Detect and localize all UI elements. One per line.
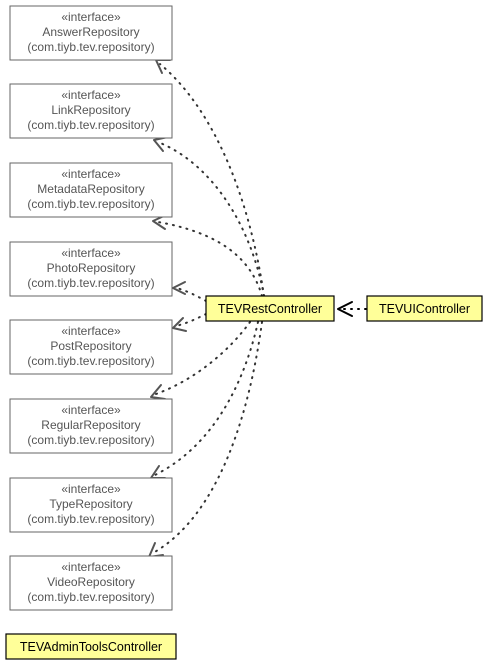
dependency-video-repository xyxy=(152,321,263,554)
interface-name: LinkRepository xyxy=(51,103,130,117)
arrowhead-video-repository xyxy=(148,542,164,558)
interface-regular-repository[interactable]: «interface» RegularRepository (com.tiyb.… xyxy=(9,398,173,454)
interface-stereotype: «interface» xyxy=(61,403,121,417)
arrowhead-answer-repository xyxy=(155,59,171,74)
interface-stereotype: «interface» xyxy=(61,10,121,24)
interface-metadata-repository[interactable]: «interface» MetadataRepository (com.tiyb… xyxy=(9,162,173,218)
class-name: TEVRestController xyxy=(218,302,322,316)
interface-package: (com.tiyb.tev.repository) xyxy=(27,512,154,526)
interface-package: (com.tiyb.tev.repository) xyxy=(27,354,154,368)
dependency-regular-repository xyxy=(155,321,251,395)
interface-package: (com.tiyb.tev.repository) xyxy=(27,590,154,604)
interface-package: (com.tiyb.tev.repository) xyxy=(27,276,154,290)
interface-name: TypeRepository xyxy=(49,497,132,511)
interface-name: MetadataRepository xyxy=(37,182,144,196)
arrowhead-ui-to-rest xyxy=(337,301,353,317)
class-tev-ui-controller[interactable]: TEVUIController xyxy=(366,295,483,322)
arrowhead-post-repository xyxy=(172,317,187,332)
arrowhead-regular-repository xyxy=(150,384,166,400)
dependency-photo-repository xyxy=(175,287,207,302)
arrowhead-type-repository xyxy=(150,465,166,479)
interface-package: (com.tiyb.tev.repository) xyxy=(27,433,154,447)
interface-link-repository[interactable]: «interface» LinkRepository (com.tiyb.tev… xyxy=(9,83,173,139)
dependency-answer-repository xyxy=(159,63,265,297)
interface-stereotype: «interface» xyxy=(61,246,121,260)
interface-video-repository[interactable]: «interface» VideoRepository (com.tiyb.te… xyxy=(9,555,173,611)
interface-stereotype: «interface» xyxy=(61,88,121,102)
interface-package: (com.tiyb.tev.repository) xyxy=(27,40,154,54)
class-tev-admin-tools-controller[interactable]: TEVAdminToolsController xyxy=(5,633,177,660)
class-name: TEVUIController xyxy=(379,302,470,316)
interface-name: PhotoRepository xyxy=(47,261,136,275)
interface-type-repository[interactable]: «interface» TypeRepository (com.tiyb.tev… xyxy=(9,477,173,533)
interface-stereotype: «interface» xyxy=(61,324,121,338)
interface-name: RegularRepository xyxy=(41,418,140,432)
interface-package: (com.tiyb.tev.repository) xyxy=(27,118,154,132)
arrowhead-photo-repository xyxy=(172,281,186,295)
interface-name: AnswerRepository xyxy=(42,25,139,39)
interface-name: PostRepository xyxy=(50,339,131,353)
class-tev-rest-controller[interactable]: TEVRestController xyxy=(205,295,335,322)
interface-package: (com.tiyb.tev.repository) xyxy=(27,197,154,211)
class-name: TEVAdminToolsController xyxy=(20,640,162,654)
interface-stereotype: «interface» xyxy=(61,482,121,496)
dependency-post-repository xyxy=(175,313,207,327)
dependency-metadata-repository xyxy=(157,221,263,297)
interface-stereotype: «interface» xyxy=(61,167,121,181)
interface-post-repository[interactable]: «interface» PostRepository (com.tiyb.tev… xyxy=(9,319,173,375)
dependency-type-repository xyxy=(154,321,259,476)
interface-answer-repository[interactable]: «interface» AnswerRepository (com.tiyb.t… xyxy=(9,5,173,61)
interface-name: VideoRepository xyxy=(47,575,135,589)
arrowhead-link-repository xyxy=(153,136,169,152)
interface-stereotype: «interface» xyxy=(61,560,121,574)
interface-photo-repository[interactable]: «interface» PhotoRepository (com.tiyb.te… xyxy=(9,241,173,297)
